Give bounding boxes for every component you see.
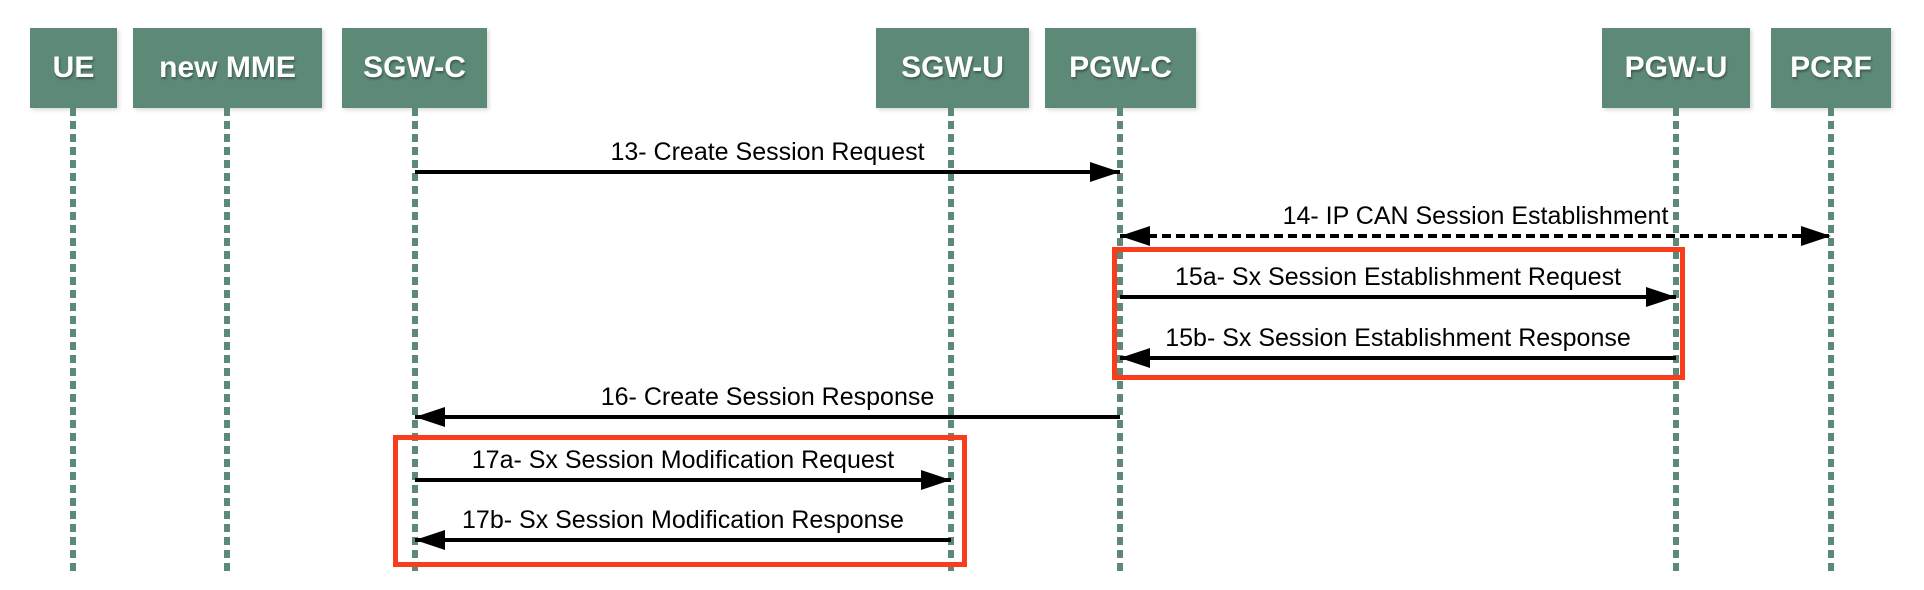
- message-label: 15a- Sx Session Establishment Request: [1174, 263, 1622, 291]
- message-label: 17b- Sx Session Modification Response: [462, 506, 904, 534]
- message-line: [415, 470, 951, 490]
- message-label: 16- Create Session Response: [600, 383, 935, 411]
- actor-box-sgw-c: SGW-C: [342, 28, 487, 108]
- arrowhead-right-icon: [1646, 287, 1676, 307]
- message-13-create-session-request: 13- Create Session Request: [415, 134, 1120, 182]
- message-label: 15b- Sx Session Establishment Response: [1165, 324, 1631, 352]
- arrowhead-right-icon: [921, 470, 951, 490]
- actor-box-new-mme: new MME: [133, 28, 322, 108]
- message-15b-sx-session-establishment-response: 15b- Sx Session Establishment Response: [1120, 320, 1676, 368]
- message-line: [1120, 287, 1676, 307]
- actor-box-pgw-u: PGW-U: [1602, 28, 1750, 108]
- message-label: 13- Create Session Request: [610, 138, 925, 166]
- message-line-dashed: [1120, 226, 1831, 246]
- lifeline-sgw-c: [412, 108, 418, 572]
- message-line: [415, 407, 1120, 427]
- message-15a-sx-session-establishment-request: 15a- Sx Session Establishment Request: [1120, 259, 1676, 307]
- message-label: 17a- Sx Session Modification Request: [471, 446, 895, 474]
- lifeline-pgw-c: [1117, 108, 1123, 572]
- lifeline-sgw-u: [948, 108, 954, 572]
- message-17b-sx-session-modification-response: 17b- Sx Session Modification Response: [415, 502, 951, 550]
- lifeline-pgw-u: [1673, 108, 1679, 572]
- arrowhead-left-icon: [415, 530, 445, 550]
- message-label: 14- IP CAN Session Establishment: [1282, 202, 1669, 230]
- message-line: [415, 530, 951, 550]
- highlight-box-sx-modification: [393, 435, 967, 567]
- highlight-box-sx-establishment: [1112, 247, 1685, 380]
- actor-box-pgw-c: PGW-C: [1045, 28, 1196, 108]
- message-line: [415, 162, 1120, 182]
- arrowhead-right-icon: [1801, 226, 1831, 246]
- actor-box-ue: UE: [30, 28, 117, 108]
- lifeline-pcrf: [1828, 108, 1834, 572]
- arrowhead-left-icon: [1120, 226, 1150, 246]
- message-17a-sx-session-modification-request: 17a- Sx Session Modification Request: [415, 442, 951, 490]
- arrowhead-right-icon: [1090, 162, 1120, 182]
- actor-box-sgw-u: SGW-U: [876, 28, 1029, 108]
- message-16-create-session-response: 16- Create Session Response: [415, 379, 1120, 427]
- actor-box-pcrf: PCRF: [1771, 28, 1891, 108]
- arrowhead-left-icon: [1120, 348, 1150, 368]
- lifeline-ue: [70, 108, 76, 572]
- arrowhead-left-icon: [415, 407, 445, 427]
- message-line: [1120, 348, 1676, 368]
- message-14-ip-can-session-establishment: 14- IP CAN Session Establishment: [1120, 198, 1831, 246]
- lifeline-new-mme: [224, 108, 230, 572]
